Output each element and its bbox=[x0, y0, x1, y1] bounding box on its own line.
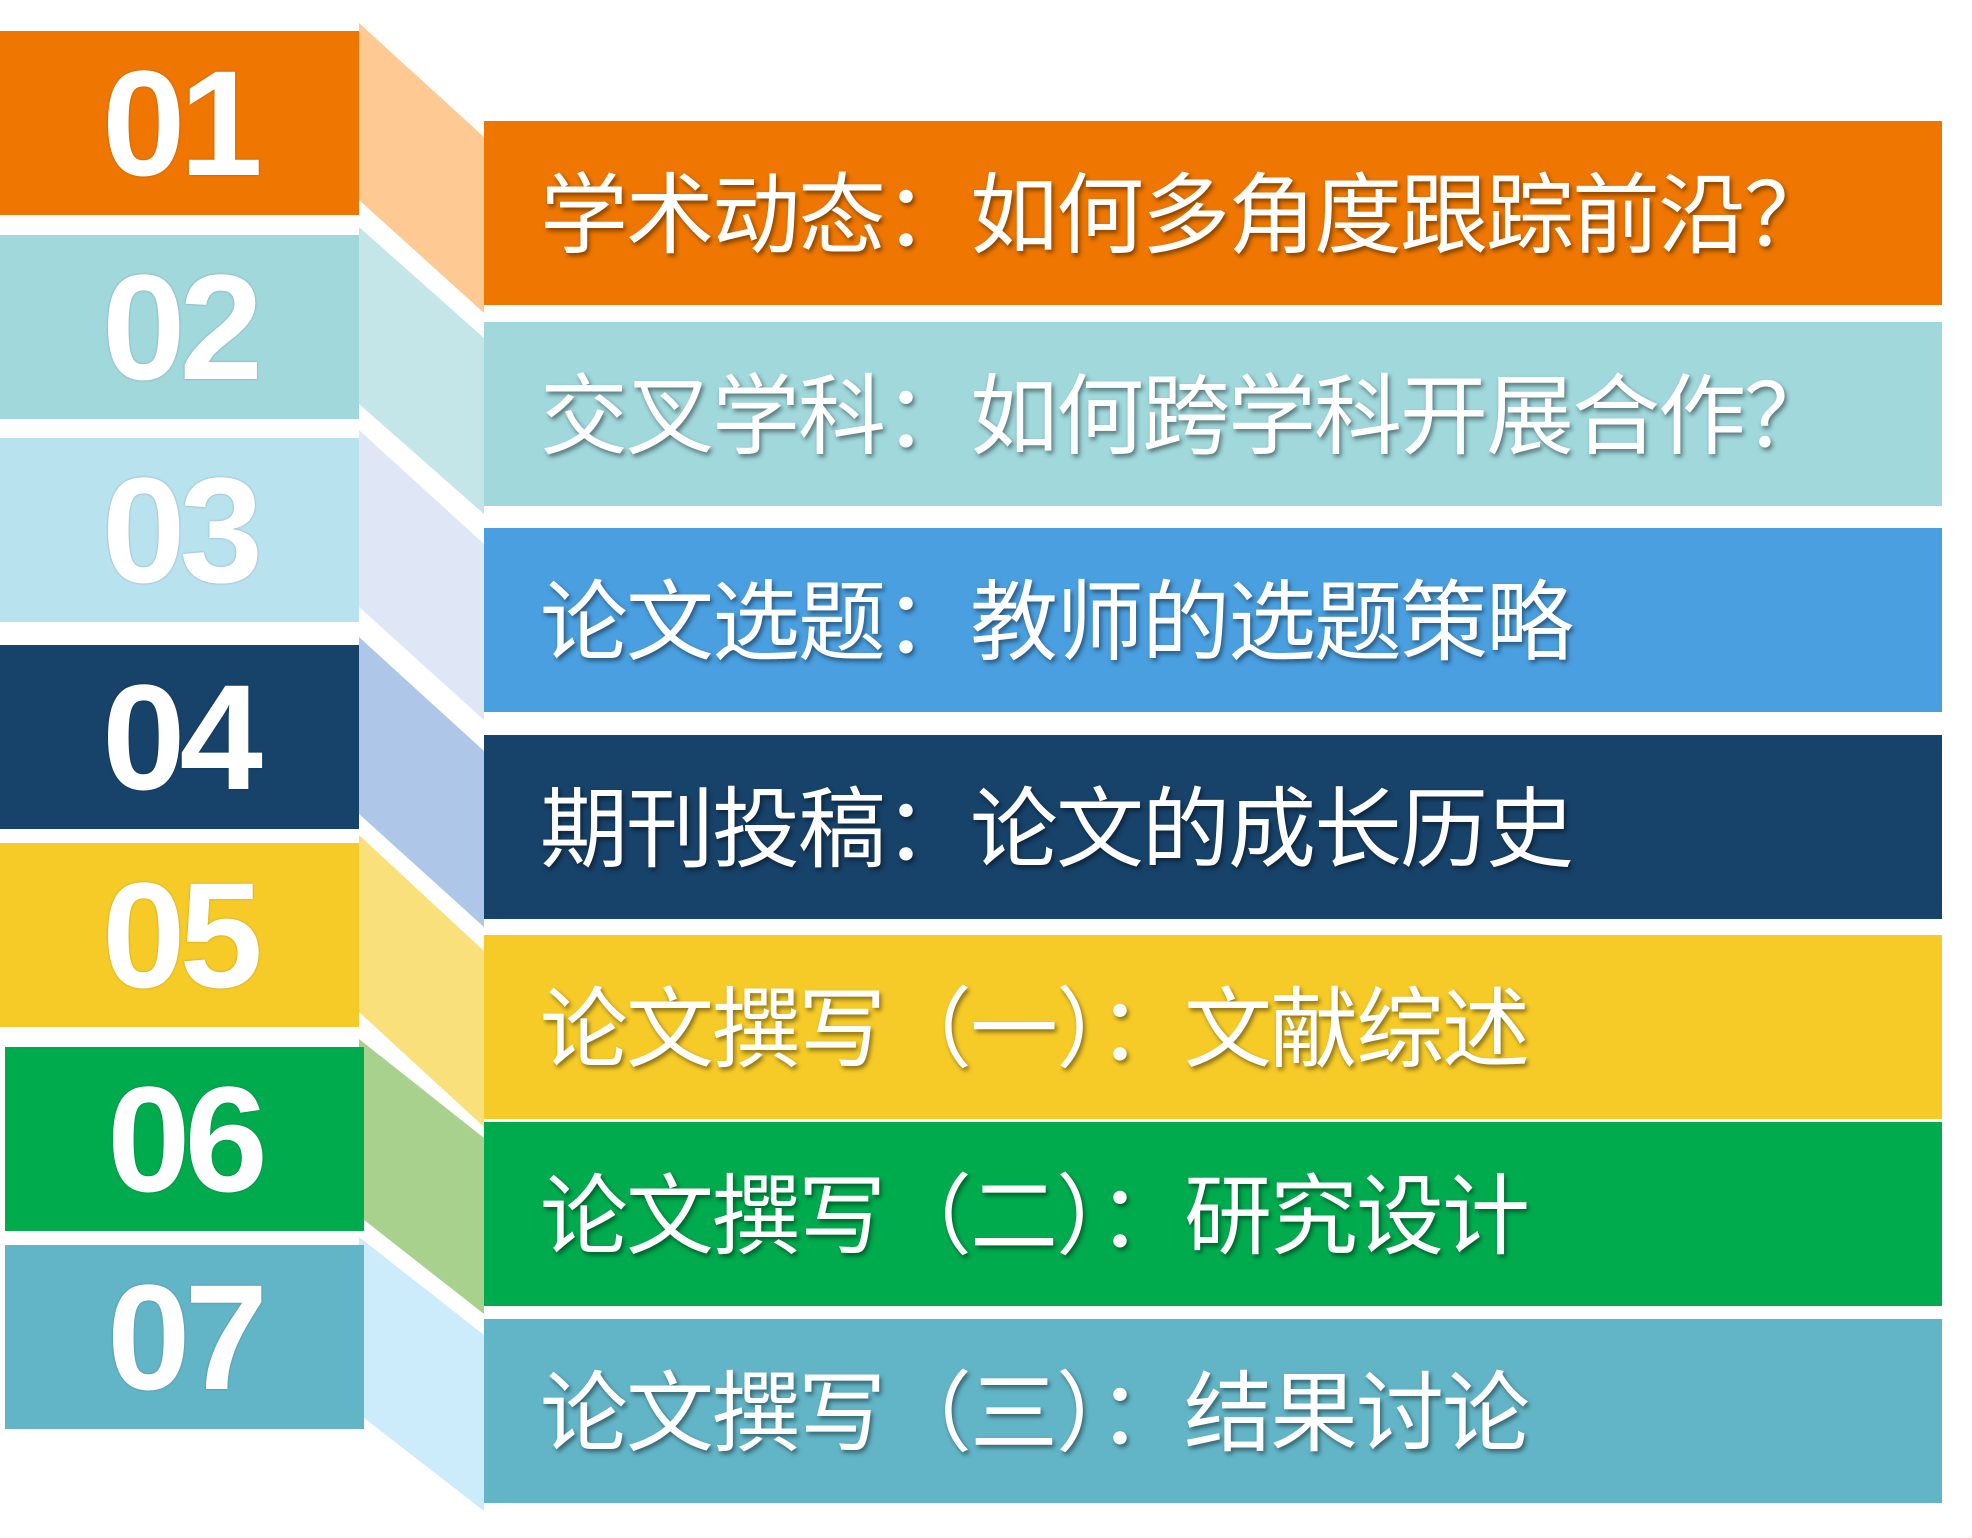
connector-02 bbox=[359, 227, 484, 514]
item-number: 07 bbox=[107, 1252, 268, 1421]
number-block-04: 04 bbox=[0, 645, 359, 829]
connector-07 bbox=[359, 1237, 484, 1511]
topic-title: 论文撰写（三）：结果讨论 bbox=[540, 1361, 1530, 1465]
topic-title: 学术动态：如何多角度跟踪前沿？ bbox=[540, 163, 1832, 267]
connector-01 bbox=[359, 23, 484, 313]
number-block-06: 06 bbox=[5, 1047, 364, 1231]
topic-bar-03: 论文选题：教师的选题策略 bbox=[484, 528, 1942, 712]
topic-bar-04: 期刊投稿：论文的成长历史 bbox=[484, 735, 1942, 919]
number-block-01: 01 bbox=[0, 31, 359, 215]
connector-04 bbox=[359, 637, 484, 927]
item-number: 01 bbox=[102, 38, 263, 207]
topic-title: 交叉学科：如何跨学科开展合作？ bbox=[540, 364, 1832, 468]
topic-title: 论文撰写（二）：研究设计 bbox=[540, 1164, 1530, 1268]
topic-bar-06: 论文撰写（二）：研究设计 bbox=[484, 1122, 1942, 1306]
item-number: 02 bbox=[102, 242, 263, 411]
number-block-07: 07 bbox=[5, 1245, 364, 1429]
number-block-02: 02 bbox=[0, 235, 359, 419]
item-number: 04 bbox=[102, 652, 263, 821]
item-number: 03 bbox=[102, 445, 263, 614]
topic-bar-05: 论文撰写（一）：文献综述 bbox=[484, 935, 1942, 1119]
connector-05 bbox=[359, 835, 484, 1127]
number-block-05: 05 bbox=[0, 843, 359, 1027]
topic-title: 论文撰写（一）：文献综述 bbox=[540, 977, 1530, 1081]
connector-06 bbox=[359, 1039, 484, 1314]
topic-bar-02: 交叉学科：如何跨学科开展合作？ bbox=[484, 322, 1942, 506]
item-number: 06 bbox=[107, 1054, 268, 1223]
topic-bar-07: 论文撰写（三）：结果讨论 bbox=[484, 1319, 1942, 1503]
item-number: 05 bbox=[102, 850, 263, 1019]
topic-title: 论文选题：教师的选题策略 bbox=[540, 570, 1574, 674]
topic-title: 期刊投稿：论文的成长历史 bbox=[540, 777, 1574, 881]
topic-bar-01: 学术动态：如何多角度跟踪前沿？ bbox=[484, 121, 1942, 305]
connector-03 bbox=[359, 430, 484, 720]
number-block-03: 03 bbox=[0, 438, 359, 622]
